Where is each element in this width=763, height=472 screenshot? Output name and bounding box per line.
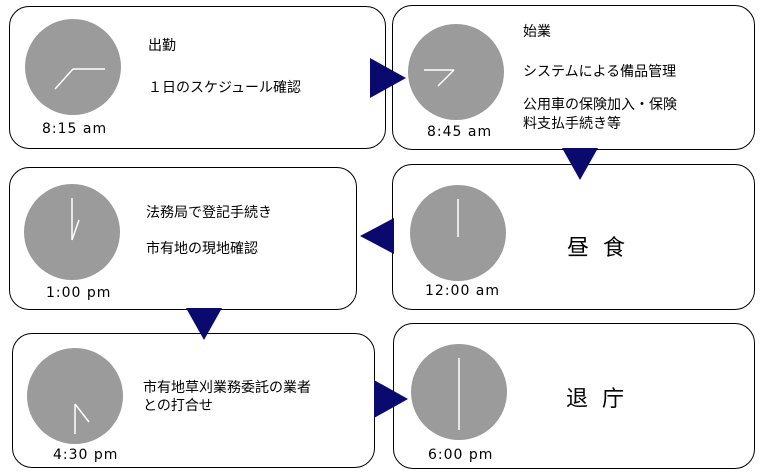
clock-icon bbox=[408, 24, 504, 120]
schedule-card-clock-in: 8:15 am 出勤 １日のスケジュール確認 bbox=[9, 6, 386, 149]
schedule-card-leave: 6:00 pm 退庁 bbox=[393, 323, 755, 469]
arrow-right-icon bbox=[374, 380, 408, 418]
activity-detail: １日のスケジュール確認 bbox=[148, 80, 302, 96]
clock-icon bbox=[411, 344, 507, 440]
schedule-card-meeting: 4:30 pm 市有地草刈業務委託の業者 との打合せ bbox=[12, 333, 375, 468]
activity-title: 法務局で登記手続き bbox=[146, 205, 272, 221]
schedule-card-1pm: 1:00 pm 法務局で登記手続き 市有地の現地確認 bbox=[9, 167, 357, 310]
clock-icon bbox=[25, 19, 121, 115]
arrow-right-icon bbox=[370, 58, 406, 98]
activity-title: 始業 bbox=[523, 24, 551, 40]
activity-title: 昼食 bbox=[567, 236, 640, 261]
clock-icon bbox=[410, 185, 506, 281]
time-label: 4:30 pm bbox=[53, 447, 119, 463]
activity-detail: 市有地の現地確認 bbox=[146, 241, 258, 257]
schedule-card-start-work: 8:45 am 始業 システムによる備品管理 公用車の保険加入・保険 料支払手続… bbox=[392, 5, 755, 150]
activity-detail: 公用車の保険加入・保険 bbox=[523, 97, 677, 113]
activity-detail: 料支払手続き等 bbox=[523, 116, 621, 132]
activity-title: 退庁 bbox=[566, 387, 639, 412]
time-label: 6:00 pm bbox=[428, 447, 494, 463]
arrow-down-icon bbox=[186, 308, 222, 340]
clock-icon bbox=[24, 184, 120, 280]
schedule-card-lunch: 12:00 am 昼食 bbox=[392, 164, 755, 310]
clock-icon bbox=[27, 348, 123, 444]
activity-title: 市有地草刈業務委託の業者 bbox=[143, 380, 311, 396]
arrow-left-icon bbox=[360, 218, 394, 254]
arrow-down-icon bbox=[562, 148, 598, 180]
time-label: 8:45 am bbox=[427, 124, 493, 140]
time-label: 8:15 am bbox=[42, 121, 108, 137]
activity-title: 出勤 bbox=[148, 38, 176, 54]
activity-detail: との打合せ bbox=[143, 398, 213, 414]
activity-detail: システムによる備品管理 bbox=[523, 64, 677, 80]
time-label: 1:00 pm bbox=[46, 285, 112, 301]
time-label: 12:00 am bbox=[425, 283, 501, 299]
